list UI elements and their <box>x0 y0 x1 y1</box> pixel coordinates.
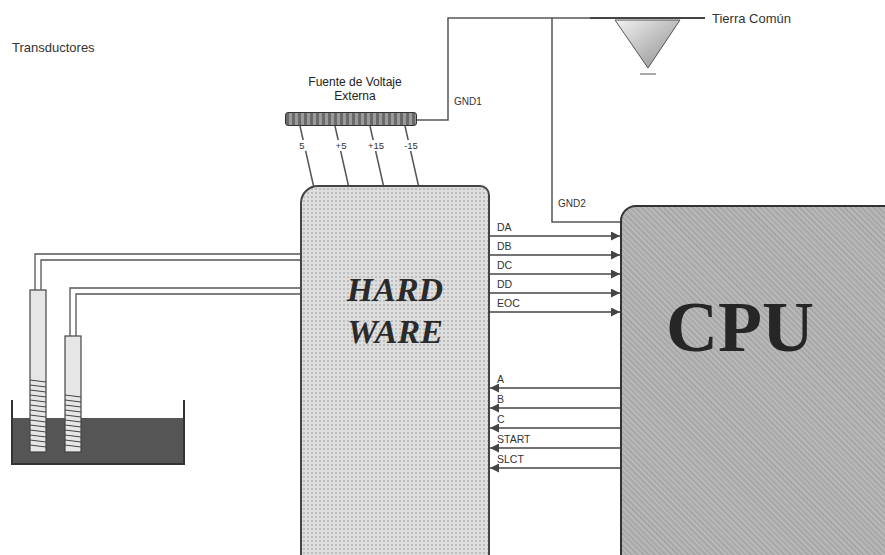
signal-line <box>490 292 620 294</box>
cpu-label: CPU <box>622 287 885 367</box>
signal-name: DC <box>497 259 512 271</box>
signal-line <box>490 467 620 469</box>
coil-stroke <box>65 440 81 442</box>
pin-label: +5 <box>335 140 348 151</box>
signal-line <box>490 254 620 256</box>
signal-name: START <box>497 433 530 445</box>
coil-stroke <box>65 425 81 427</box>
coil-stroke <box>65 400 81 402</box>
signal-name: DB <box>497 240 512 252</box>
signal-name: DA <box>497 221 512 233</box>
signal-name: EOC <box>497 297 520 309</box>
signal-line <box>490 447 620 449</box>
coil-stroke <box>30 410 46 412</box>
signal-line <box>490 273 620 275</box>
coil-stroke <box>30 435 46 437</box>
signal-line <box>490 387 620 389</box>
coil-stroke <box>65 435 81 437</box>
coil-stroke <box>65 445 81 447</box>
supply-wires <box>300 126 419 188</box>
signal-name: SLCT <box>497 453 524 465</box>
coil-stroke <box>30 405 46 407</box>
hardware-label: HARD WARE <box>335 269 455 353</box>
signal-line <box>490 407 620 409</box>
power-supply: Fuente de Voltaje Externa <box>285 112 417 126</box>
signal-name: C <box>497 413 505 425</box>
coil-stroke <box>30 415 46 417</box>
signal-name: B <box>497 393 504 405</box>
coil-stroke <box>65 415 81 417</box>
coil-stroke <box>65 430 81 432</box>
ground-label: Tierra Común <box>712 11 791 27</box>
coil-stroke <box>30 385 46 387</box>
signal-line <box>490 311 620 313</box>
cpu-box: CPU <box>620 205 885 555</box>
supply-heading: Fuente de Voltaje Externa <box>300 75 410 103</box>
pin-label: +15 <box>367 140 385 151</box>
coil-stroke <box>65 410 81 412</box>
signal-name: GND1 <box>454 96 482 108</box>
signal-name: DD <box>497 278 512 290</box>
gnd2-wire <box>552 18 620 222</box>
ground-symbol <box>590 18 705 74</box>
pin-label: 5 <box>298 140 305 151</box>
pin-label: -15 <box>403 140 419 151</box>
signal-name: A <box>497 373 504 385</box>
transducer-probes <box>30 290 81 452</box>
hardware-box: HARD WARE <box>300 185 490 555</box>
transducer-label: Transductores <box>12 40 95 56</box>
coil-stroke <box>30 440 46 442</box>
coil-stroke <box>65 420 81 422</box>
coil-stroke <box>30 420 46 422</box>
coil-stroke <box>30 430 46 432</box>
coil-stroke <box>30 425 46 427</box>
coil-stroke <box>65 395 81 397</box>
gnd1-wire <box>417 18 590 120</box>
transducer-wires <box>35 254 306 336</box>
coil-stroke <box>30 390 46 392</box>
signal-line <box>490 427 620 429</box>
coil-stroke <box>30 395 46 397</box>
coil-stroke <box>30 445 46 447</box>
coil-stroke <box>65 405 81 407</box>
signal-name: GND2 <box>558 198 586 210</box>
signal-line <box>490 235 620 237</box>
coil-stroke <box>30 400 46 402</box>
coil-stroke <box>30 380 46 382</box>
